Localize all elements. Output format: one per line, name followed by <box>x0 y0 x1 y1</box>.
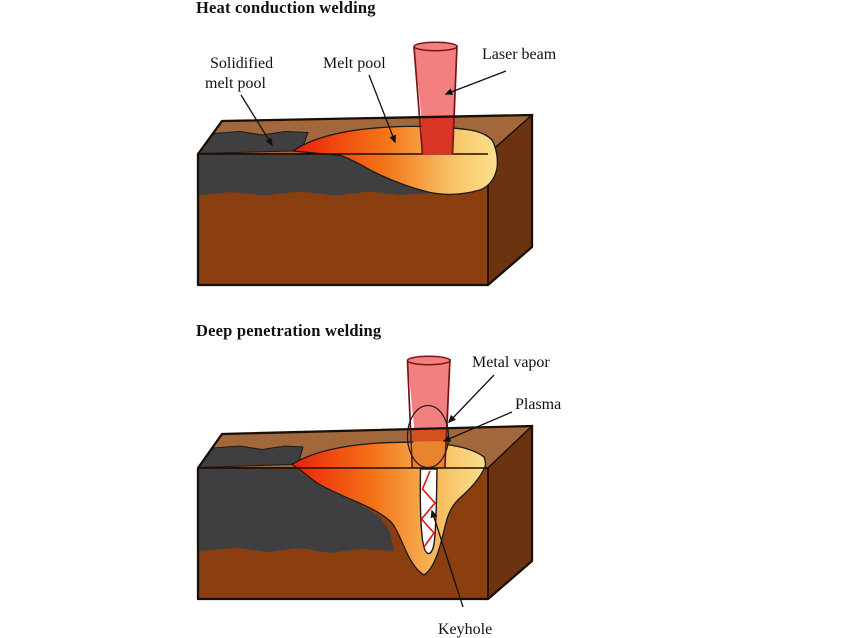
keyhole-laser-reflections <box>420 470 437 548</box>
label-keyhole: Keyhole <box>438 621 492 638</box>
plasma-glow <box>412 441 447 469</box>
laser-beam-mid <box>413 428 448 442</box>
label-solidified-melt-pool: Solidified melt pool <box>205 55 277 92</box>
arrow-keyhole <box>430 509 464 608</box>
solidified-track-top-face <box>197 130 309 155</box>
block-outline <box>196 113 534 287</box>
laser-beam-lower <box>421 115 454 155</box>
laser-beam-top-rim <box>406 355 451 366</box>
laser-beam-upper <box>414 45 457 118</box>
block-outline <box>196 424 534 601</box>
label-plasma: Plasma <box>515 396 561 413</box>
solidified-track-top-face <box>197 445 304 469</box>
laser-beam-outline <box>406 358 451 469</box>
arrow-plasma <box>442 411 513 442</box>
label-metal-vapor: Metal vapor <box>472 354 550 371</box>
title-heat-conduction-main: Heat conduction welding <box>196 0 376 17</box>
label-melt-pool: Melt pool <box>323 55 386 72</box>
arrow-solidified <box>240 94 273 147</box>
arrow-melt-pool <box>368 74 396 144</box>
laser-beam-outline <box>413 45 458 155</box>
arrow-laser-beam <box>444 70 507 95</box>
solidified-track-front-face <box>198 469 394 553</box>
title-deep-penetration: Deep penetration welding <box>196 321 382 340</box>
laser-beam-top-rim <box>413 41 458 52</box>
diagram-heat-conduction: Heat conduction welding Solidified melt … <box>196 0 557 287</box>
arrow-metal-vapor <box>447 374 495 424</box>
laser-beam-upper <box>407 359 450 430</box>
label-laser-beam: Laser beam <box>482 46 557 63</box>
diagram-deep-penetration: Deep penetration welding Metal vapor Pla… <box>196 321 561 638</box>
